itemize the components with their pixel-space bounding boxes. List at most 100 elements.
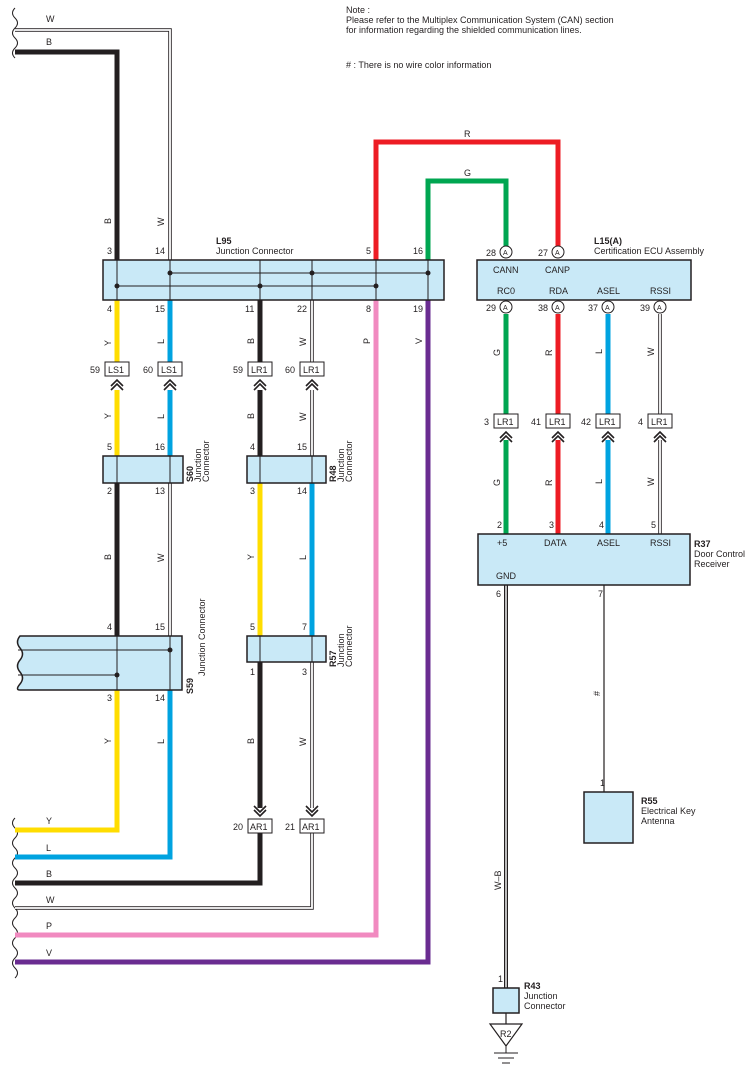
wire-label-hash: # <box>592 691 602 696</box>
l15-pin-39: 39 <box>640 303 650 313</box>
edge-label-bottom-l: L <box>46 843 51 853</box>
r57-name-1: Junction <box>336 633 346 667</box>
r37-sig-plus5: +5 <box>497 538 507 548</box>
l15-tag-38: A <box>555 305 560 312</box>
lr1r-pin-4: 4 <box>638 417 643 427</box>
lr1-code-2: LR1 <box>303 365 320 375</box>
inline-connector-boxes <box>104 361 673 834</box>
s60-junction-connector <box>102 455 184 484</box>
r48-pin-4: 4 <box>250 442 255 452</box>
r37-pin-4: 4 <box>599 520 604 530</box>
wire-label-r57-b: B <box>246 738 256 744</box>
r37-pin-5: 5 <box>651 520 656 530</box>
s59-pin-15: 15 <box>155 622 165 632</box>
l95-code: L95 <box>216 236 232 246</box>
l15-pin-38: 38 <box>538 303 548 313</box>
r37-sig-rssi: RSSI <box>650 538 671 548</box>
wire-label-ls1-y: Y <box>103 413 113 419</box>
l95-pin-16: 16 <box>413 246 423 256</box>
r55-name-2: Antenna <box>641 816 675 826</box>
r57-code: R57 <box>328 650 338 667</box>
r55-pin-1: 1 <box>600 778 605 788</box>
edge-label-bottom-v: V <box>46 948 52 958</box>
r37-pin-7: 7 <box>598 589 603 599</box>
edge-label-b: B <box>46 37 52 47</box>
l15-pin-28: 28 <box>486 248 496 258</box>
wire-b-top <box>15 49 120 260</box>
l15-tag-39: A <box>657 305 662 312</box>
edge-label-bottom-p: P <box>46 921 52 931</box>
lr1r-pin-41: 41 <box>531 417 541 427</box>
l15-tag-28: A <box>503 250 508 257</box>
r43-pin-1: 1 <box>498 974 503 984</box>
l95-name: Junction Connector <box>216 246 294 256</box>
ground-symbol <box>488 1023 524 1064</box>
l95-pin-22: 22 <box>297 304 307 314</box>
l95-pin-19: 19 <box>413 304 423 314</box>
r43-name-2: Connector <box>524 1001 566 1011</box>
r55-electrical-key-antenna <box>583 791 634 844</box>
ls1-code-1: LS1 <box>108 365 124 375</box>
s59-code: S59 <box>185 678 195 694</box>
s59-pin-14: 14 <box>155 693 165 703</box>
r57-pin-7: 7 <box>302 622 307 632</box>
wire-label-lr1r-w: W <box>646 477 656 486</box>
r37-pin-6: 6 <box>496 589 501 599</box>
wire-label-r48-y: Y <box>246 554 256 560</box>
wire-label-lr1r-r: R <box>544 479 554 486</box>
wire-label-lr1-b: B <box>246 413 256 419</box>
wire-label-lr1r-g: G <box>492 479 502 486</box>
wire-g-cann <box>425 178 509 260</box>
wire-label-l95-p: P <box>362 338 372 344</box>
l15-pin-tag-circles <box>499 245 667 314</box>
ls1-pin-59: 59 <box>90 365 100 375</box>
edge-label-w: W <box>46 14 55 24</box>
wire-label-l15-l: L <box>594 349 604 354</box>
l95-pin-4: 4 <box>107 304 112 314</box>
s59-pin-3: 3 <box>107 693 112 703</box>
note-line-3: for information regarding the shielded c… <box>346 25 582 35</box>
wire-label-top-w: W <box>156 217 166 226</box>
s59-name: Junction Connector <box>197 598 207 676</box>
r37-name-1: Door Control <box>694 549 745 559</box>
wire-label-r: R <box>464 129 471 139</box>
note-line-1: Note : <box>346 5 370 15</box>
note-line-2: Please refer to the Multiplex Communicat… <box>346 15 614 25</box>
ls1-pin-60: 60 <box>143 365 153 375</box>
r37-sig-gnd: GND <box>496 571 517 581</box>
ar1-code-2: AR1 <box>302 822 320 832</box>
s60-pin-5: 5 <box>107 442 112 452</box>
r57-pin-1: 1 <box>250 667 255 677</box>
l15-tag-29: A <box>503 305 508 312</box>
r57-name-2: Connector <box>344 625 354 667</box>
l95-pin-8: 8 <box>366 304 371 314</box>
wire-label-l95-l: L <box>156 339 166 344</box>
wire-label-l95-v: V <box>414 338 424 344</box>
l15-pin-27: 27 <box>538 248 548 258</box>
s60-name-1: Junction <box>193 448 203 482</box>
r48-pin-14: 14 <box>297 486 307 496</box>
wire-r-canp <box>373 139 561 260</box>
r43-name-1: Junction <box>524 991 558 1001</box>
wire-label-l15-r: R <box>544 349 554 356</box>
connector-chevrons <box>110 378 667 818</box>
l15-sig-rc0: RC0 <box>497 286 515 296</box>
note-hash: # : There is no wire color information <box>346 60 491 70</box>
wire-w-top <box>15 28 172 260</box>
wire-label-lr1r-l: L <box>594 479 604 484</box>
r37-sig-asel: ASEL <box>597 538 620 548</box>
l95-pin-5: 5 <box>366 246 371 256</box>
s60-pin-16: 16 <box>155 442 165 452</box>
wire-label-s59-l: L <box>156 739 166 744</box>
l15-certification-ecu <box>476 259 692 301</box>
lr1r-code-2: LR1 <box>549 417 566 427</box>
r37-pin-3: 3 <box>549 520 554 530</box>
wire-label-l95-w: W <box>298 337 308 346</box>
wire-label-s60-w: W <box>156 553 166 562</box>
r48-name-1: Junction <box>336 448 346 482</box>
r57-junction-connector <box>246 635 327 663</box>
wire-label-l15-g: G <box>492 349 502 356</box>
l15-pin-29: 29 <box>486 303 496 313</box>
lr1-code-1: LR1 <box>251 365 268 375</box>
